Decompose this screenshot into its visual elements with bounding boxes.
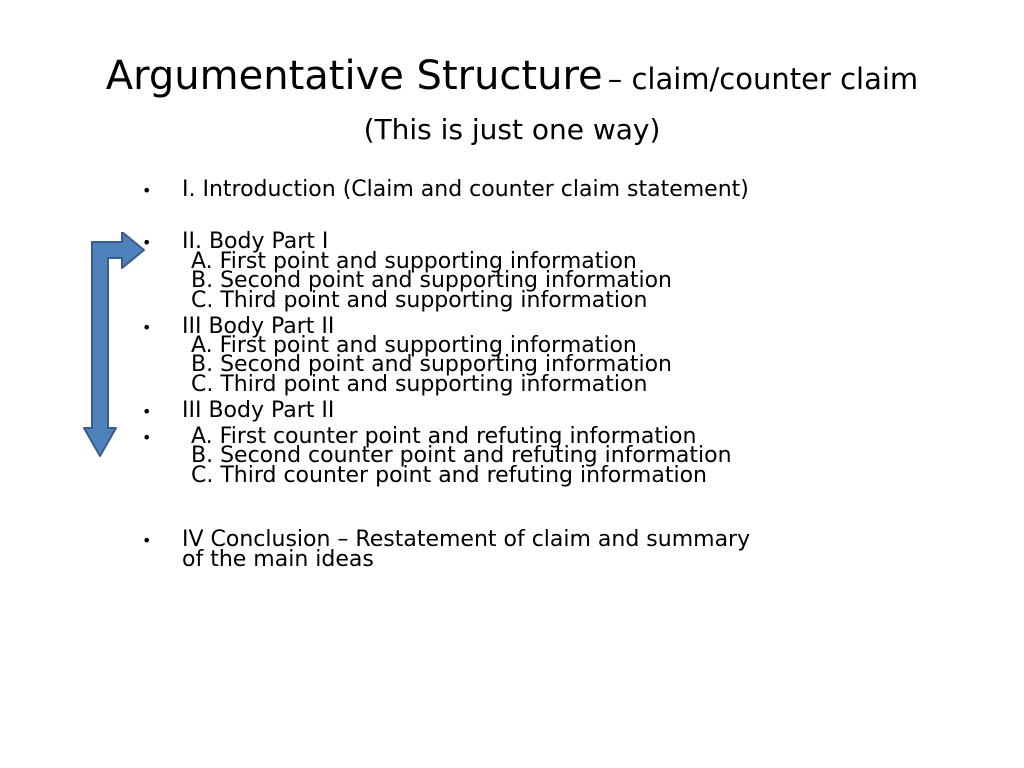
bullet-body3: •	[142, 402, 152, 421]
bullet-body1: •	[142, 233, 152, 252]
outline-conclusion-line2: of the main ideas	[182, 547, 374, 572]
outline-intro: I. Introduction (Claim and counter claim…	[182, 177, 749, 202]
outline-body1-c: C. Third point and supporting informatio…	[191, 288, 648, 313]
bullet-conclusion: •	[142, 531, 152, 550]
outline-body2-b: B. Second point and supporting informati…	[191, 352, 672, 377]
outline-body3-b: B. Second counter point and refuting inf…	[191, 443, 732, 468]
outline-body2-heading: III Body Part II	[182, 314, 335, 339]
title-main: Argumentative Structure	[105, 53, 603, 99]
bracket-arrow-icon	[83, 232, 145, 457]
outline-body1-a: A. First point and supporting informatio…	[191, 249, 637, 274]
bullet-body3-a: •	[142, 428, 152, 447]
outline-body1-heading: II. Body Part I	[182, 229, 329, 254]
bullet-body2: •	[142, 318, 152, 337]
outline-body2-c: C. Third point and supporting informatio…	[191, 372, 648, 397]
outline-body3-c: C. Third counter point and refuting info…	[191, 463, 707, 488]
outline-body2-a: A. First point and supporting informatio…	[191, 333, 637, 358]
bullet-intro: •	[142, 181, 152, 200]
outline-body3-a: A. First counter point and refuting info…	[191, 424, 697, 449]
title-subtitle: – claim/counter claim	[607, 62, 919, 96]
outline-body1-b: B. Second point and supporting informati…	[191, 268, 672, 293]
slide-title: Argumentative Structure – claim/counter …	[0, 56, 1024, 96]
outline-body3-heading: III Body Part II	[182, 398, 335, 423]
title-note: (This is just one way)	[363, 113, 661, 146]
outline-conclusion-line1: IV Conclusion – Restatement of claim and…	[182, 527, 751, 552]
